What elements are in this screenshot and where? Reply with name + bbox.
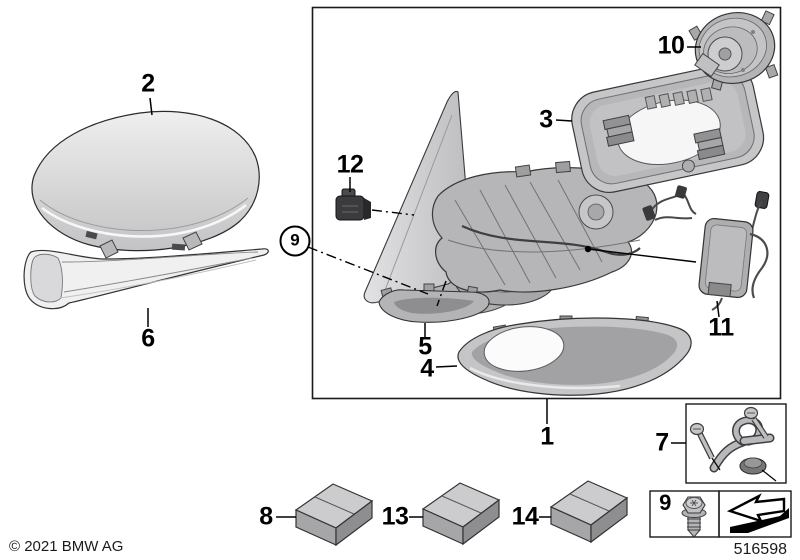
housing-lower-frame <box>457 315 692 396</box>
callout-8[interactable]: 8 <box>259 502 273 531</box>
mirror-cap <box>31 110 260 252</box>
callout-6[interactable]: 6 <box>141 324 155 353</box>
main-assembly-box <box>311 6 782 400</box>
callout-4[interactable]: 4 <box>420 354 434 383</box>
callout-5[interactable]: 5 <box>418 332 432 361</box>
callout-2[interactable]: 2 <box>141 69 155 98</box>
callout-13[interactable]: 13 <box>381 502 409 531</box>
callout-9-circle[interactable]: 9 <box>279 225 311 257</box>
bracket-kit-contents <box>689 406 777 482</box>
callout-1[interactable]: 1 <box>540 422 554 451</box>
parts-kit-box-14 <box>550 480 628 543</box>
glass-clip-right <box>693 128 726 161</box>
callout-10[interactable]: 10 <box>657 31 685 60</box>
leader-lines <box>147 46 720 518</box>
lower-housing-panel <box>378 283 490 323</box>
screw-icon <box>681 496 707 538</box>
harness-attachment-dot <box>584 245 592 253</box>
parts-kit-box-13 <box>422 482 500 545</box>
mount-clip <box>335 188 371 221</box>
callout-14[interactable]: 14 <box>511 502 539 531</box>
mirror-carrier-assembly <box>431 160 658 306</box>
direction-arrow-box <box>718 490 792 538</box>
kit-screw-right <box>743 406 769 439</box>
callout-12[interactable]: 12 <box>336 150 364 179</box>
mirror-drive-motor <box>688 10 779 91</box>
kit-screw-left <box>689 422 721 471</box>
callout-3[interactable]: 3 <box>539 105 553 134</box>
kit-grommet <box>739 457 777 482</box>
turn-signal-lens <box>23 231 269 310</box>
callout-9-legend[interactable]: 9 <box>659 490 671 515</box>
glass-clip-left <box>602 114 635 147</box>
direction-arrow-icon <box>726 493 789 533</box>
callout-7[interactable]: 7 <box>655 428 669 457</box>
parts-kit-box-8 <box>295 483 373 546</box>
wiring-harness-module <box>642 185 770 311</box>
diagram-number: 516598 <box>733 541 787 558</box>
callout-11[interactable]: 11 <box>708 313 734 342</box>
mirror-glass-carrier-plate <box>571 63 765 193</box>
copyright-text: © 2021 BMW AG <box>9 538 124 555</box>
dash-dot-leaders <box>307 209 447 307</box>
